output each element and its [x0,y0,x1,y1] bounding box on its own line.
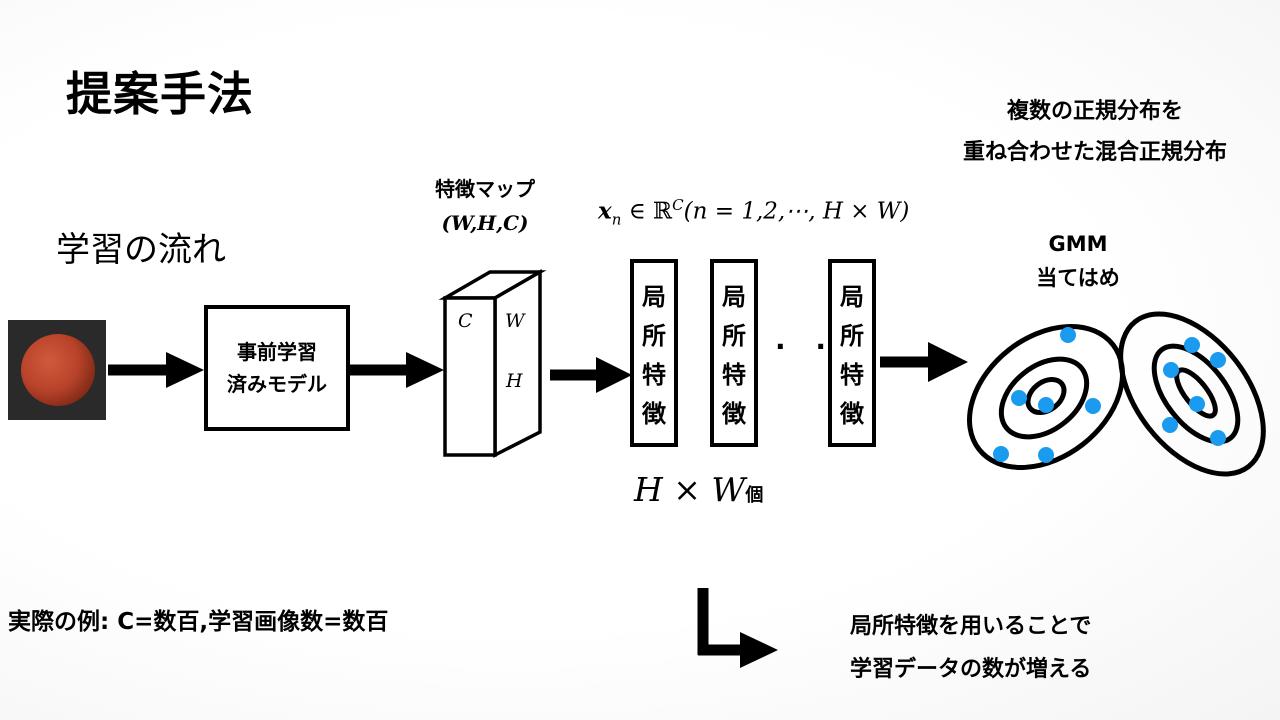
formula-x: x [598,197,612,225]
feature-map-title: 特徴マップ [435,177,535,201]
local-feature-char: 特 [840,361,864,389]
feature-count: H × W個 [634,470,763,509]
cube-label-w: W [505,310,526,332]
feature-map-cube [438,268,547,458]
feature-map-dims: (W,H,C) [441,211,529,235]
flow-subtitle: 学習の流れ [56,230,226,270]
example-text: 実際の例: C=数百,学習画像数=数百 [8,609,389,635]
local-feature-column-1: 局 所 特 徴 [630,259,678,447]
gmm-description-line2: 重ね合わせた混合正規分布 [962,139,1227,165]
local-feature-char: 徴 [722,400,746,428]
gmm-label-line1: GMM [1048,232,1108,256]
input-image-object [21,334,95,406]
gmm-description-line1: 複数の正規分布を [1006,99,1183,124]
gmm-cluster-left [967,323,1125,471]
local-feature-char: 特 [642,361,666,389]
feature-count-expr: H × W [634,470,746,509]
local-feature-column-2: 局 所 特 徴 [710,259,758,447]
local-feature-char: 局 [642,283,666,311]
local-feature-char: 局 [840,283,864,311]
arrow-featuremap-to-local [550,357,632,393]
local-feature-char: 徴 [642,400,666,428]
model-box-line2: 済みモデル [227,372,327,396]
local-feature-char: 局 [722,283,746,311]
local-feature-char: 特 [722,361,746,389]
note-text: 局所特徴を用いることで 学習データの数が増える [850,606,1091,692]
gmm-label: GMM 当てはめ [1018,228,1138,295]
formula-sup-c: C [672,196,684,214]
local-feature-char: 所 [840,322,864,350]
feature-count-unit: 個 [745,485,764,506]
page-title: 提案手法 [66,67,254,121]
gmm-label-line2: 当てはめ [1036,265,1120,290]
local-feature-char: 徴 [840,400,864,428]
feature-vector-formula: xn ∈ ℝC(n = 1,2,⋯, H × W) [598,196,909,228]
formula-range: (n = 1,2,⋯, H × W) [683,198,910,225]
feature-map-label: 特徴マップ (W,H,C) [420,172,550,240]
ellipsis-dots: · · [775,330,837,363]
cube-label-c: C [458,310,473,332]
arrow-local-to-gmm [880,342,968,382]
formula-in-r: ∈ ℝ [621,198,673,225]
arrow-model-to-featuremap [346,352,444,388]
model-box-line1: 事前学習 [237,340,317,364]
pretrained-model-box: 事前学習 済みモデル [204,305,350,431]
gmm-description: 複数の正規分布を 重ね合わせた混合正規分布 [900,92,1280,173]
bent-arrow-icon [697,588,778,668]
formula-sub-n: n [611,210,622,229]
gmm-data-points [993,327,1226,463]
local-feature-column-3: 局 所 特 徴 [828,259,876,447]
note-line1: 局所特徴を用いることで [850,614,1092,639]
local-feature-char: 所 [642,322,666,350]
note-line2: 学習データの数が増える [850,656,1092,682]
cube-label-h: H [505,370,523,392]
input-image [8,320,106,420]
local-feature-char: 所 [722,322,746,350]
arrow-image-to-model [108,352,204,388]
